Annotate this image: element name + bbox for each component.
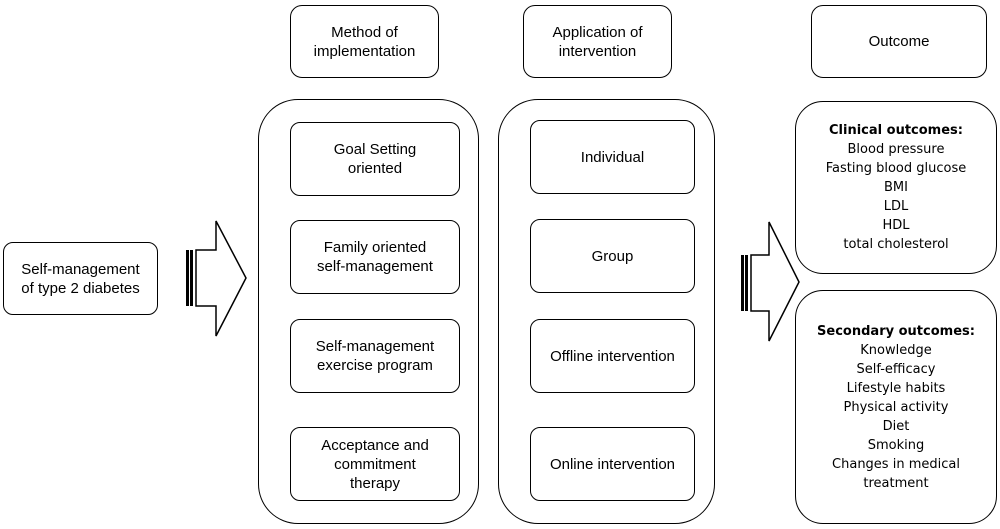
method-family-oriented: Family oriented self-management (290, 220, 460, 294)
header-method-of-implementation: Method of implementation (290, 5, 439, 78)
header-application-label: Application of intervention (552, 23, 643, 60)
arrow-applications-to-outcomes (741, 221, 800, 342)
header-method-label: Method of implementation (313, 23, 416, 60)
application-group: Group (530, 219, 695, 293)
application-online-label: Online intervention (549, 455, 676, 473)
application-individual: Individual (530, 120, 695, 194)
application-offline-label: Offline intervention (550, 347, 675, 365)
clinical-outcome-item: Blood pressure (847, 142, 945, 157)
method-exercise-program-label: Self-management exercise program (315, 338, 435, 374)
secondary-outcomes-title: Secondary outcomes: (817, 323, 975, 339)
header-outcome-label: Outcome (868, 33, 930, 50)
clinical-outcome-item: Fasting blood glucose (825, 161, 967, 176)
clinical-outcomes-box: Clinical outcomes: Blood pressure Fastin… (795, 101, 997, 274)
secondary-outcome-item: Knowledge (860, 342, 932, 358)
method-acceptance-commitment: Acceptance and commitment therapy (290, 427, 460, 501)
secondary-outcome-item: Smoking (867, 437, 925, 453)
application-offline: Offline intervention (530, 319, 695, 393)
secondary-outcome-item: Self-efficacy (856, 361, 936, 377)
secondary-outcome-item: Diet (882, 418, 910, 434)
secondary-outcome-item: Physical activity (843, 399, 949, 415)
application-group-label: Group (591, 247, 634, 265)
method-family-oriented-label: Family oriented self-management (317, 239, 433, 275)
methods-container (258, 99, 479, 524)
header-application-of-intervention: Application of intervention (523, 5, 672, 78)
secondary-outcomes-box: Secondary outcomes: Knowledge Self-effic… (795, 290, 997, 524)
applications-container (498, 99, 715, 524)
clinical-outcomes-title: Clinical outcomes: (829, 123, 963, 138)
source-box-label: Self-management of type 2 diabetes (21, 260, 140, 297)
method-exercise-program: Self-management exercise program (290, 319, 460, 393)
secondary-outcome-item: Lifestyle habits (846, 380, 946, 396)
secondary-outcome-item: Changes in medical (832, 456, 960, 472)
clinical-outcome-item: HDL (882, 218, 910, 233)
method-goal-setting: Goal Setting oriented (290, 122, 460, 196)
clinical-outcome-item: BMI (884, 180, 908, 195)
application-individual-label: Individual (580, 148, 645, 166)
header-outcome: Outcome (811, 5, 987, 78)
method-goal-setting-label: Goal Setting oriented (333, 141, 417, 177)
source-box-self-management: Self-management of type 2 diabetes (3, 242, 158, 315)
secondary-outcome-item: treatment (863, 475, 929, 491)
application-online: Online intervention (530, 427, 695, 501)
clinical-outcome-item: LDL (883, 199, 909, 214)
clinical-outcome-item: total cholesterol (843, 237, 949, 252)
arrow-source-to-methods (186, 220, 247, 337)
method-acceptance-commitment-label: Acceptance and commitment therapy (321, 436, 429, 492)
